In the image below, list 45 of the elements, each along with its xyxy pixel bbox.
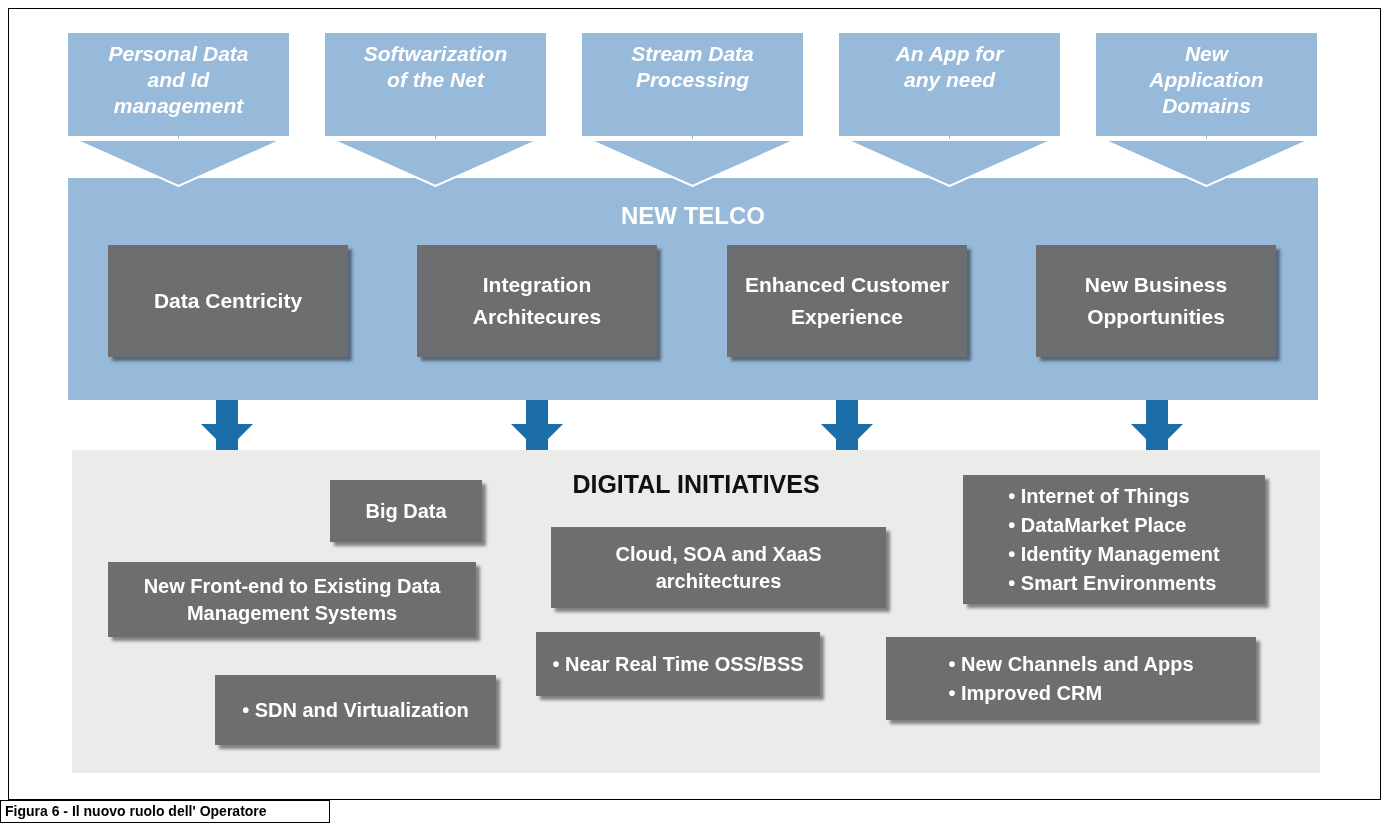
box-label: Softwarization of the Net — [363, 41, 508, 93]
initiative-box — [215, 675, 496, 745]
box-label: Data Centricity — [153, 288, 303, 314]
bullet-item: • Identity Management — [1008, 541, 1220, 567]
box-label: • Near Real Time OSS/BSS — [552, 651, 804, 677]
bullet-item: • Smart Environments — [1008, 570, 1218, 596]
figure-caption: Figura 6 - Il nuovo ruolo dell' Operatore — [0, 800, 330, 823]
category-panel — [72, 450, 1320, 773]
initiative-box — [417, 245, 657, 357]
box-label: Stream Data Processing — [630, 41, 755, 93]
initiative-box — [108, 245, 348, 357]
box-label: Integration Architecures — [471, 272, 603, 330]
box-label: New Front-end to Existing Data Management Systems — [142, 573, 442, 626]
bullet-item: • Internet of Things — [1008, 483, 1191, 509]
box-label: Cloud, SOA and XaaS architectures — [614, 541, 823, 594]
topic-box — [839, 33, 1060, 136]
box-label: An App for any need — [894, 41, 1006, 93]
box-label: Big Data — [365, 498, 447, 524]
topic-box — [1096, 33, 1317, 136]
box-label: New Application Domains — [1148, 41, 1265, 119]
block-arrow — [821, 400, 873, 450]
initiative-box — [727, 245, 967, 357]
section-heading: NEW TELCO — [621, 202, 765, 230]
initiative-box — [536, 632, 820, 696]
bullet-item: • New Channels and Apps — [948, 651, 1194, 677]
box-label: Personal Data and Id management — [107, 41, 250, 119]
initiative-box — [108, 562, 476, 637]
bullet-item: • DataMarket Place — [1008, 512, 1188, 538]
initiative-box — [886, 637, 1256, 720]
initiative-box — [330, 480, 482, 542]
box-label: New Business Opportunities — [1083, 272, 1229, 330]
topic-box — [68, 33, 289, 136]
block-arrow — [511, 400, 563, 450]
topic-box — [582, 33, 803, 136]
block-arrow — [1131, 400, 1183, 450]
initiative-box — [1036, 245, 1276, 357]
box-label: • SDN and Virtualization — [242, 697, 469, 723]
section-heading: DIGITAL INITIATIVES — [572, 470, 820, 499]
initiative-box — [963, 475, 1265, 604]
block-arrow — [201, 400, 253, 450]
box-label: Enhanced Customer Experience — [743, 272, 951, 330]
bullet-item: • Improved CRM — [948, 680, 1104, 706]
initiative-box — [551, 527, 886, 608]
category-band — [68, 178, 1318, 400]
topic-box — [325, 33, 546, 136]
